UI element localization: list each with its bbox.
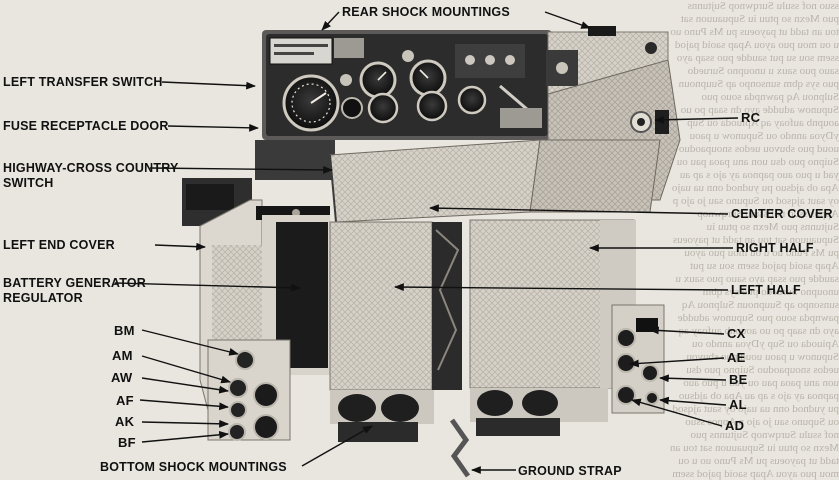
- label-highway-cross-country-line1: HIGHWAY-CROSS COUNTRY: [3, 161, 179, 175]
- label-highway-cross-country-line2: SWITCH: [3, 176, 54, 190]
- label-battery-generator-line2: REGULATOR: [3, 291, 83, 305]
- label-ak: AK: [115, 414, 135, 429]
- label-rc: RC: [741, 110, 761, 125]
- label-left-end-cover: LEFT END COVER: [3, 238, 115, 252]
- label-cx: CX: [727, 326, 746, 341]
- label-al: AL: [729, 397, 747, 412]
- label-left-half: LEFT HALF: [731, 283, 801, 297]
- leader-lines: [114, 11, 739, 474]
- instrument-panel: [262, 26, 669, 140]
- label-ad: AD: [725, 418, 745, 433]
- label-ae: AE: [727, 350, 746, 365]
- label-center-cover: CENTER COVER: [731, 207, 833, 221]
- label-rear-shock-mountings: REAR SHOCK MOUNTINGS: [342, 5, 510, 19]
- label-fuse-receptacle-door: FUSE RECEPTACLE DOOR: [3, 119, 169, 133]
- label-aw: AW: [111, 370, 133, 385]
- bottom-shock-mounts: [330, 388, 608, 478]
- right-half-panel: [469, 219, 665, 414]
- label-af: AF: [116, 393, 134, 408]
- left-half-panel: [262, 215, 462, 391]
- center-cover: [329, 139, 661, 223]
- label-be: BE: [729, 372, 748, 387]
- label-bm: BM: [114, 323, 135, 338]
- label-right-half: RIGHT HALF: [736, 241, 814, 255]
- label-bf: BF: [118, 435, 136, 450]
- label-am: AM: [112, 348, 133, 363]
- label-ground-strap: GROUND STRAP: [518, 464, 622, 478]
- label-bottom-shock-mountings: BOTTOM SHOCK MOUNTINGS: [100, 460, 287, 474]
- label-left-transfer-switch: LEFT TRANSFER SWITCH: [3, 75, 163, 89]
- label-battery-generator-line1: BATTERY GENERATOR: [3, 276, 146, 290]
